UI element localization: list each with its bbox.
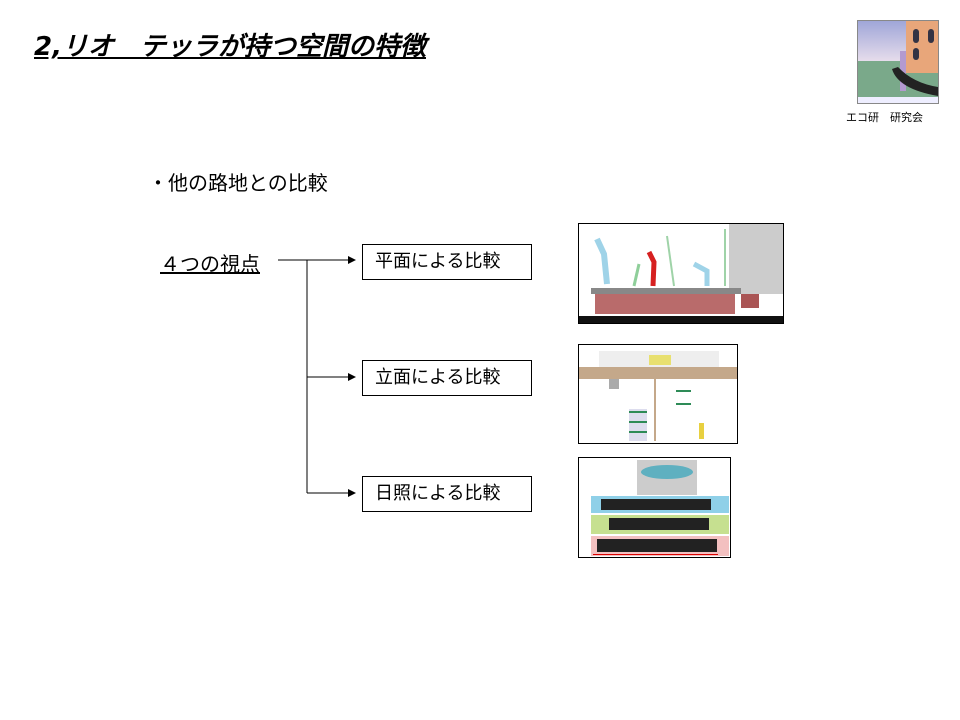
elevation-comparison-box: 立面による比較: [362, 360, 532, 396]
four-views-label: ４つの視点: [160, 252, 260, 276]
logo-image: [857, 20, 939, 104]
sunlight-comparison-thumbnail: [578, 457, 731, 558]
plan-comparison-thumbnail: [578, 223, 784, 324]
sunlight-comparison-box: 日照による比較: [362, 476, 532, 512]
logo-caption: エコ研 研究会: [846, 111, 923, 124]
slide-title: 2,リオ テッラが持つ空間の特徴: [34, 32, 426, 62]
elevation-comparison-thumbnail: [578, 344, 738, 444]
bullet-heading: ・他の路地との比較: [148, 171, 328, 195]
plan-comparison-box: 平面による比較: [362, 244, 532, 280]
